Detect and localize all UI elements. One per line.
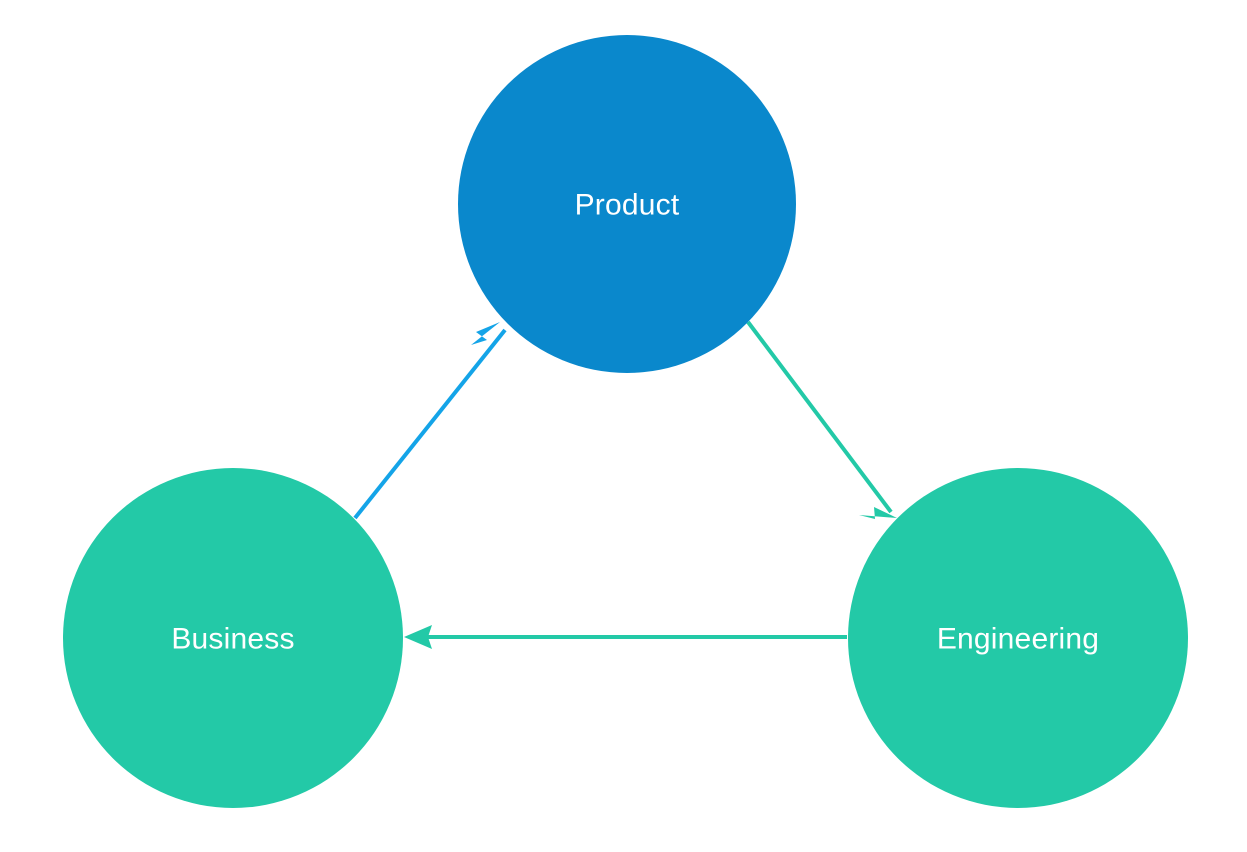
node-business[interactable]: Business: [63, 468, 403, 808]
edge-business-to-product-arrowhead: [471, 322, 500, 345]
node-product[interactable]: Product: [458, 35, 796, 373]
edge-business-to-product[interactable]: [353, 322, 507, 520]
node-product-circle: [458, 35, 796, 373]
edge-engineering-to-business-arrowhead: [404, 625, 432, 649]
edge-product-to-engineering-arrowhead: [859, 507, 897, 519]
edge-business-to-product-line: [353, 328, 507, 520]
edge-product-to-engineering[interactable]: [746, 320, 897, 519]
node-business-circle: [63, 468, 403, 808]
node-engineering-circle: [848, 468, 1188, 808]
node-engineering[interactable]: Engineering: [848, 468, 1188, 808]
node-engineering-label: Engineering: [937, 623, 1099, 656]
edge-product-to-engineering-line: [746, 320, 893, 514]
node-business-label: Business: [171, 623, 294, 656]
node-product-label: Product: [575, 189, 680, 222]
edge-engineering-to-business[interactable]: [404, 625, 847, 649]
